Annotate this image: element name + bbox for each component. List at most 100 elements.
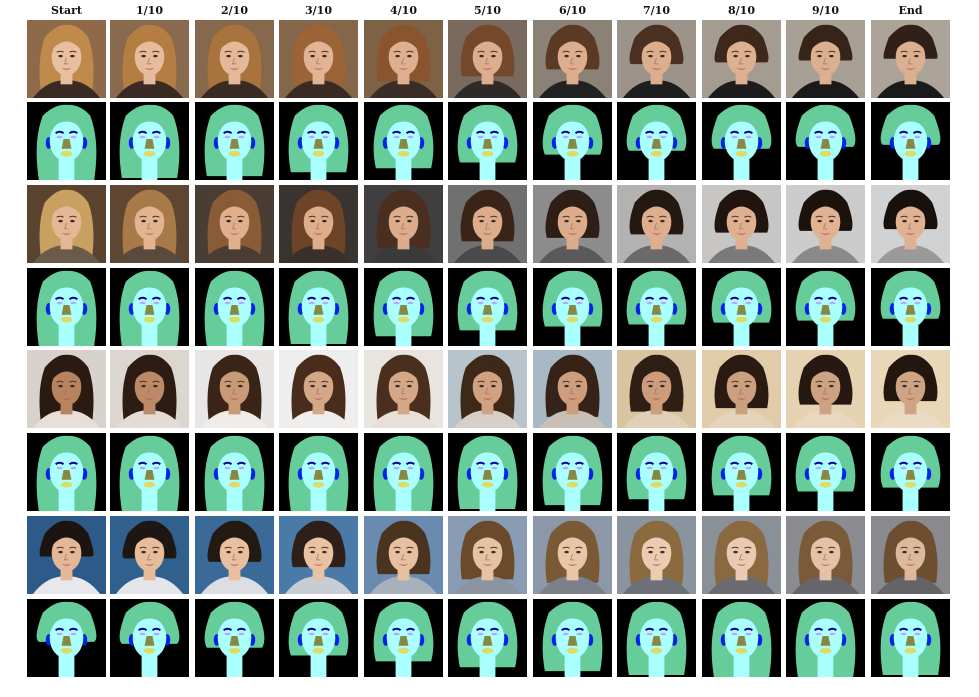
segmentation-mask-image [195, 268, 274, 346]
column-header: End [898, 4, 923, 17]
segmentation-mask [364, 268, 443, 346]
face-photo-image [786, 20, 865, 98]
face-photo [786, 516, 865, 594]
face-photo-image [279, 350, 358, 428]
segmentation-mask-image [110, 102, 189, 180]
segmentation-mask [702, 599, 781, 677]
segmentation-mask-image [364, 268, 443, 346]
face-photo-image [448, 20, 527, 98]
face-photo [617, 20, 696, 98]
face-photo [110, 516, 189, 594]
face-photo [279, 20, 358, 98]
segmentation-mask [27, 102, 106, 180]
segmentation-mask [195, 599, 274, 677]
face-photo [364, 350, 443, 428]
segmentation-mask-image [786, 268, 865, 346]
face-photo [195, 516, 274, 594]
face-photo-image [786, 516, 865, 594]
segmentation-mask [871, 433, 950, 511]
face-photo-image [617, 516, 696, 594]
face-photo-image [195, 350, 274, 428]
segmentation-mask-image [786, 433, 865, 511]
face-photo [786, 20, 865, 98]
face-photo [27, 185, 106, 263]
face-photo [533, 516, 612, 594]
segmentation-mask [871, 102, 950, 180]
face-photo-image [448, 350, 527, 428]
face-photo [702, 185, 781, 263]
segmentation-mask-image [617, 268, 696, 346]
segmentation-mask [110, 268, 189, 346]
segmentation-mask-image [279, 433, 358, 511]
face-photo-image [871, 350, 950, 428]
column-header: 8/10 [728, 4, 755, 17]
segmentation-mask [448, 102, 527, 180]
face-photo-image [364, 20, 443, 98]
segmentation-mask [27, 599, 106, 677]
face-photo-image [27, 185, 106, 263]
segmentation-mask [110, 102, 189, 180]
face-photo-image [871, 20, 950, 98]
face-photo [871, 20, 950, 98]
face-photo-image [279, 20, 358, 98]
segmentation-mask-image [786, 599, 865, 677]
segmentation-mask [617, 268, 696, 346]
segmentation-mask-image [871, 102, 950, 180]
face-photo [702, 516, 781, 594]
segmentation-mask [279, 268, 358, 346]
face-photo-image [533, 185, 612, 263]
segmentation-mask-image [448, 599, 527, 677]
column-header: 5/10 [474, 4, 501, 17]
segmentation-mask-image [533, 599, 612, 677]
segmentation-mask [279, 433, 358, 511]
face-photo-image [279, 185, 358, 263]
segmentation-mask-image [448, 433, 527, 511]
segmentation-mask-image [110, 433, 189, 511]
segmentation-mask [533, 268, 612, 346]
face-photo-image [533, 20, 612, 98]
segmentation-mask [533, 433, 612, 511]
segmentation-mask-image [364, 433, 443, 511]
face-photo-image [871, 516, 950, 594]
segmentation-mask-image [702, 268, 781, 346]
face-photo-image [279, 516, 358, 594]
face-photo-image [533, 350, 612, 428]
face-photo [279, 516, 358, 594]
face-photo [195, 185, 274, 263]
segmentation-mask [195, 268, 274, 346]
segmentation-mask [871, 268, 950, 346]
face-photo [364, 185, 443, 263]
face-photo-image [617, 185, 696, 263]
segmentation-mask [195, 433, 274, 511]
face-photo-image [448, 185, 527, 263]
segmentation-mask [110, 599, 189, 677]
segmentation-mask [786, 268, 865, 346]
face-photo [279, 350, 358, 428]
face-photo-image [702, 350, 781, 428]
face-photo [871, 185, 950, 263]
face-photo-image [448, 516, 527, 594]
face-photo [195, 20, 274, 98]
segmentation-mask-image [617, 102, 696, 180]
segmentation-mask [279, 102, 358, 180]
face-photo-image [195, 20, 274, 98]
segmentation-mask-image [27, 599, 106, 677]
face-photo [702, 350, 781, 428]
column-header: 7/10 [643, 4, 670, 17]
segmentation-mask [617, 599, 696, 677]
segmentation-mask [702, 102, 781, 180]
face-photo [617, 516, 696, 594]
segmentation-mask-image [110, 599, 189, 677]
segmentation-mask [702, 268, 781, 346]
segmentation-mask-image [702, 102, 781, 180]
face-photo [871, 350, 950, 428]
segmentation-mask [617, 102, 696, 180]
segmentation-mask-image [27, 268, 106, 346]
face-photo-image [110, 20, 189, 98]
face-photo [533, 350, 612, 428]
face-photo-image [110, 350, 189, 428]
face-photo-image [195, 516, 274, 594]
face-photo-image [27, 350, 106, 428]
segmentation-mask [27, 268, 106, 346]
segmentation-mask-image [871, 599, 950, 677]
